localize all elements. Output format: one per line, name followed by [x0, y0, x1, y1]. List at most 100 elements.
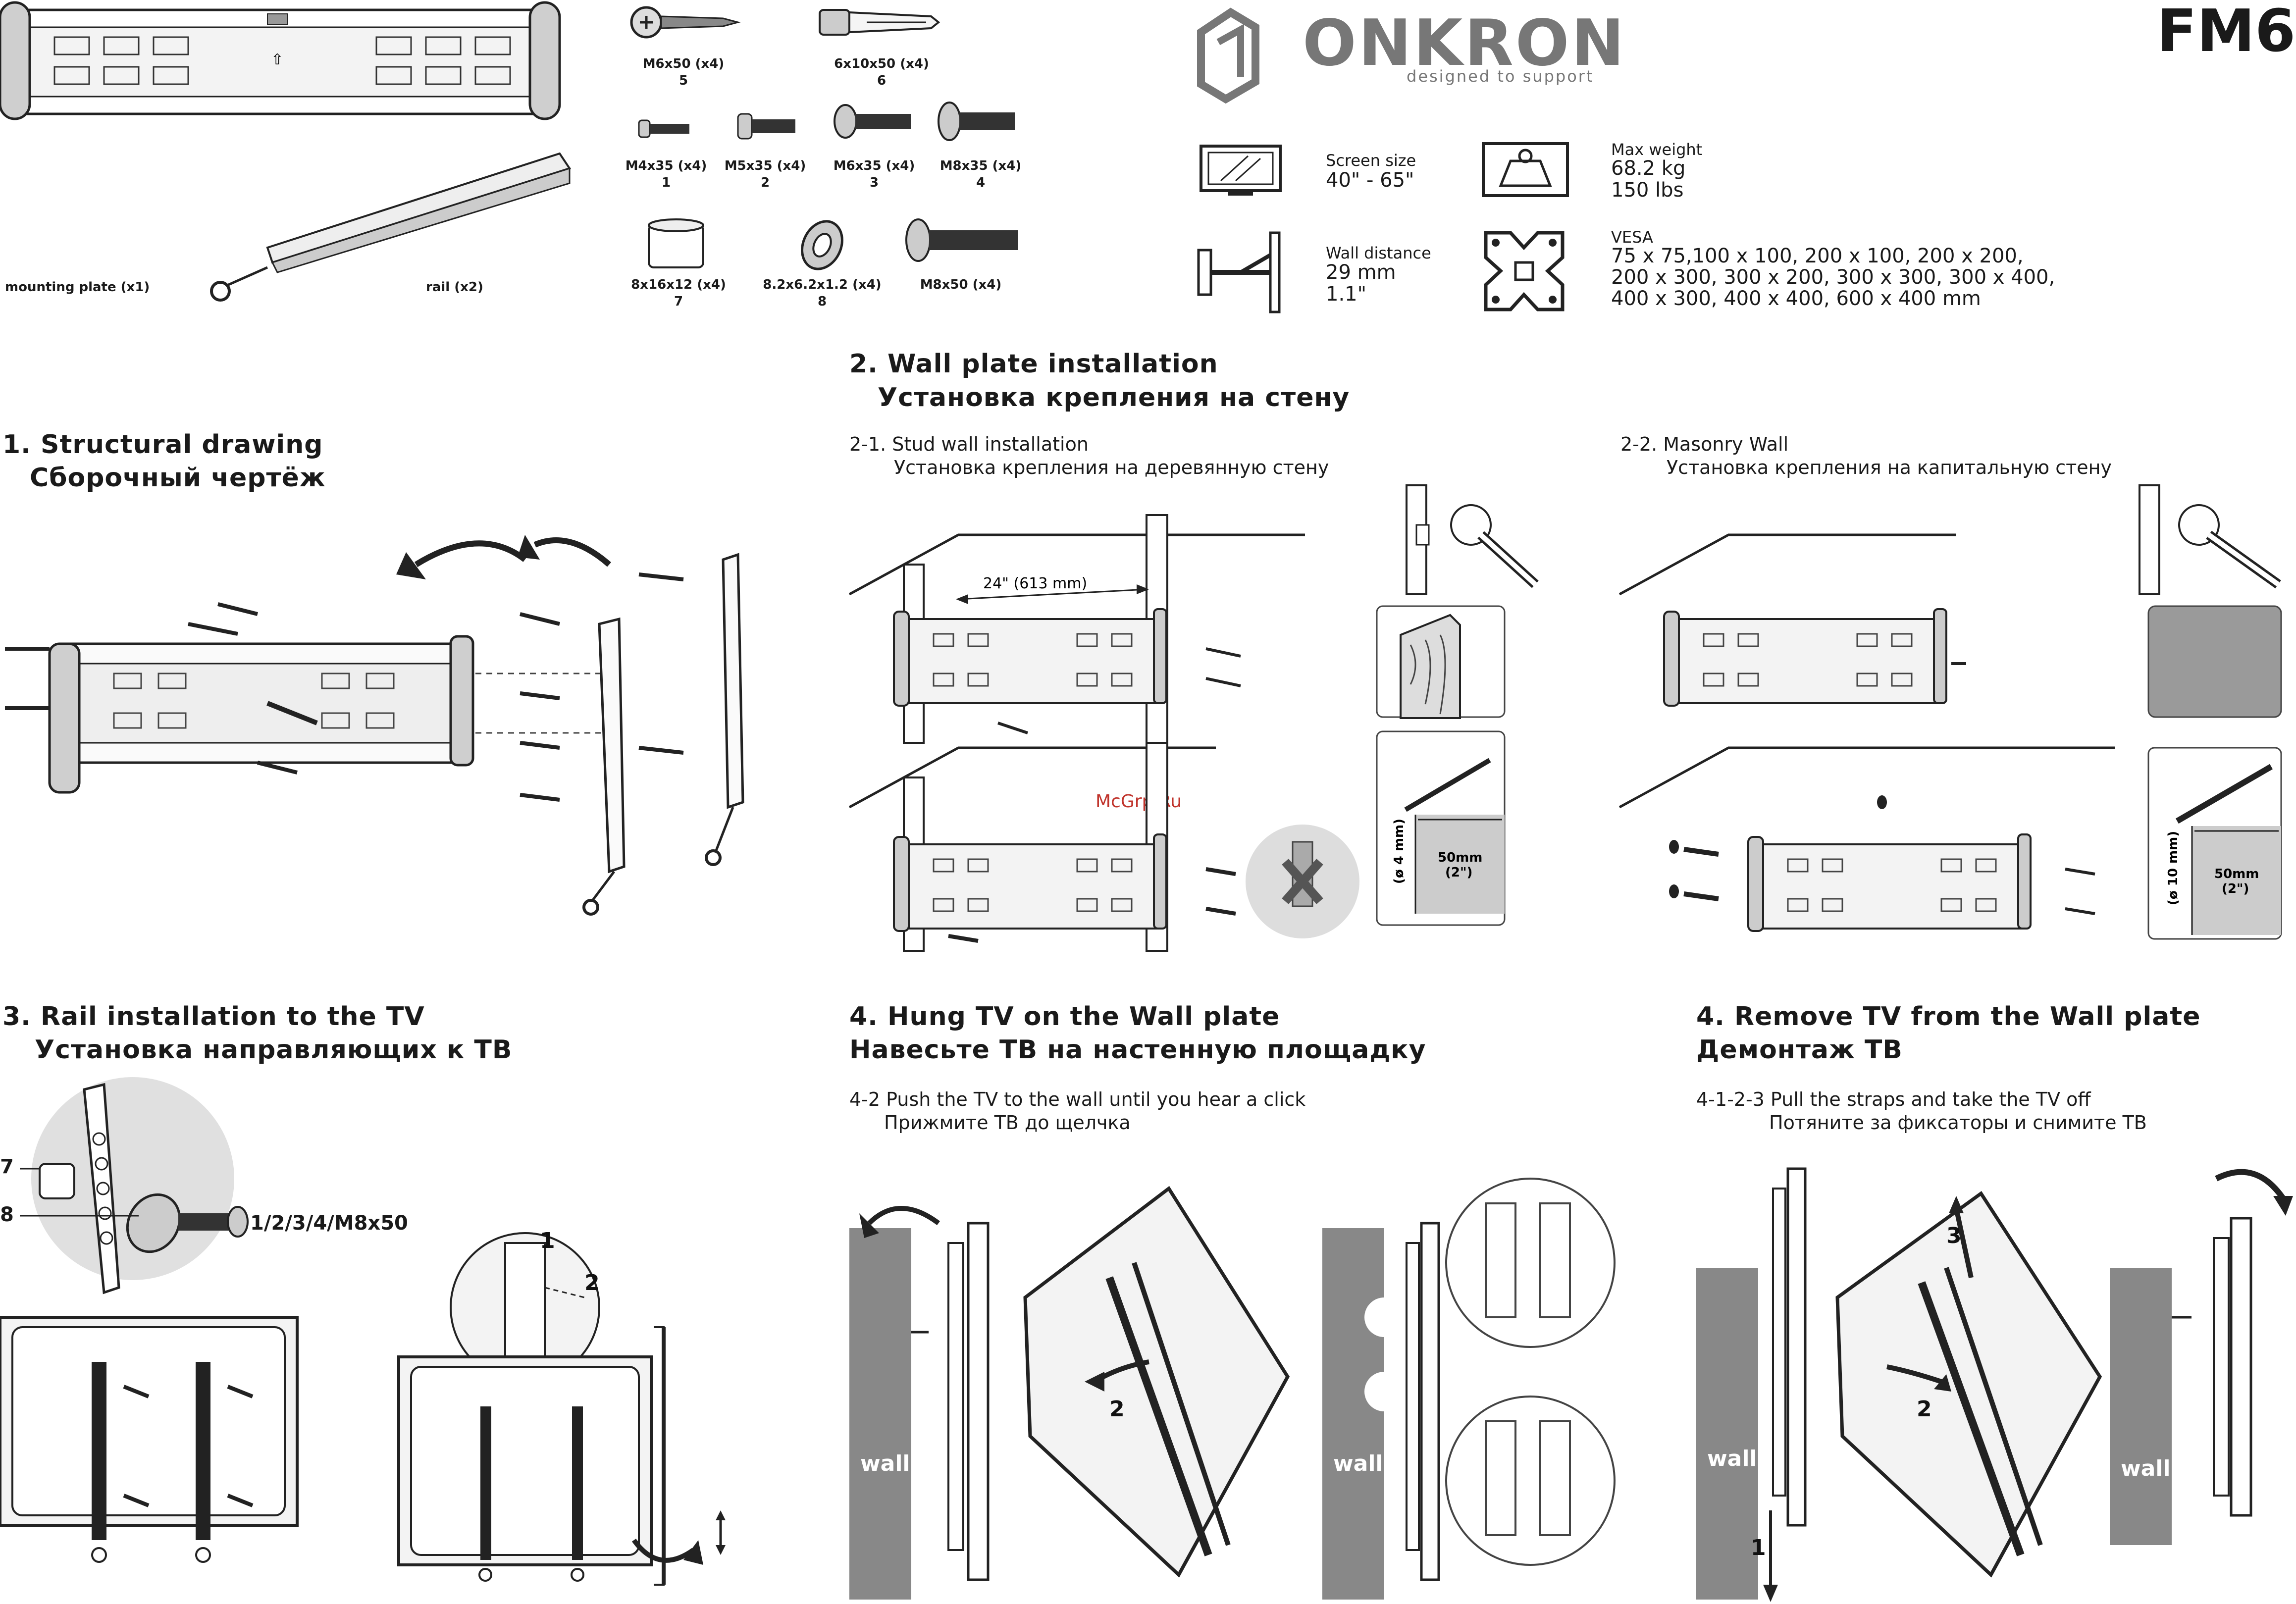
vesa-line-2: 200 x 300, 300 x 200, 300 x 300, 300 x 4… — [1611, 266, 2055, 289]
washer-8-icon — [801, 220, 843, 270]
anchor-6-number: 6 — [877, 73, 887, 88]
rail-drawing — [210, 152, 572, 302]
rail-hardware-detail — [20, 1077, 249, 1294]
hang-wall-label-1: wall — [860, 1451, 910, 1476]
concrete-texture-inset — [2147, 605, 2282, 718]
stud-finder-inset — [1406, 484, 1539, 595]
screw-4-number: 4 — [976, 175, 986, 190]
hardware-label-8: 8 — [0, 1203, 14, 1226]
stud-drill-size: (ø 4 mm) — [1392, 819, 1407, 884]
mounting-plate-drawing: ⇧ — [0, 1, 561, 120]
section-4a-title-ru: Навесьте ТВ на настенную площадку — [849, 1035, 1426, 1065]
section-4a-title-en: 4. Hung TV on the Wall plate — [849, 1002, 1280, 1032]
section-2-1-title-en: 2-1. Stud wall installation — [849, 433, 1089, 455]
remove-step-3: 3 — [1946, 1223, 1962, 1248]
svg-text:⇧: ⇧ — [271, 51, 283, 68]
screw-3-icon — [834, 104, 911, 139]
screw-m8x50-icon — [905, 218, 1018, 262]
rail-lock-detail: 1 2 — [397, 1228, 726, 1586]
brand-tagline: designed to support — [1407, 67, 1594, 86]
masonry-wall-step-1 — [1618, 533, 1966, 707]
hang-wall-label-2: wall — [1333, 1451, 1383, 1476]
screw-4-icon — [938, 102, 1015, 141]
screw-m8x50-spec: M8x50 (x4) — [920, 277, 1002, 292]
screw-5-number: 5 — [678, 73, 688, 88]
hang-tv-click-view: wall — [1322, 1178, 1616, 1600]
section-4a-step-en: 4-2 Push the TV to the wall until you he… — [849, 1088, 1306, 1110]
screw-4-spec: M8x35 (x4) — [939, 158, 1022, 173]
section-4b-step-ru: Потяните за фиксаторы и снимите ТВ — [1769, 1112, 2147, 1134]
screw-2-number: 2 — [760, 175, 770, 190]
section-4b-title-ru: Демонтаж ТВ — [1696, 1035, 1903, 1065]
screw-3-spec: M6x35 (x4) — [833, 158, 915, 173]
anchor-6-icon — [819, 9, 940, 36]
washer-8-spec: 8.2x6.2x1.2 (x4) — [763, 277, 882, 292]
stud-depth-in: (2") — [1445, 865, 1472, 880]
spacer-7-icon — [648, 218, 704, 268]
screw-5-spec: M6x50 (x4) — [642, 56, 725, 71]
stud-spacing-label: 24" (613 mm) — [983, 575, 1087, 592]
brand-name: ONKRON — [1303, 6, 1626, 80]
stud-wall-step-1: 24" (613 mm) — [848, 514, 1305, 744]
masonry-drill-size: (ø 10 mm) — [2166, 831, 2181, 905]
model-name: FM6 — [2157, 0, 2296, 65]
stud-wall-step-2 — [848, 742, 1359, 952]
section-3-title-ru: Установка направляющих к ТВ — [35, 1035, 513, 1065]
wood-stud-inset — [1376, 605, 1506, 719]
spacer-7-spec: 8x16x12 (x4) — [631, 277, 726, 292]
structural-drawing — [5, 535, 744, 916]
screen-size-icon — [1200, 145, 1282, 196]
section-4a-step-ru: Прижмите ТВ до щелчка — [884, 1112, 1131, 1134]
onkron-logo-icon — [1197, 7, 1259, 104]
hang-tv-side-view: wall — [849, 1206, 990, 1600]
section-2-2-title-ru: Установка крепления на капитальную стену — [1667, 457, 2112, 478]
max-weight-label: Max weight — [1611, 140, 1703, 159]
masonry-stud-finder-inset — [2139, 484, 2281, 595]
remove-wall-label-1: wall — [1707, 1446, 1757, 1471]
screw-2-icon — [737, 113, 795, 140]
section-4b-step-en: 4-1-2-3 Pull the straps and take the TV … — [1696, 1088, 2091, 1110]
vesa-icon — [1484, 231, 1565, 311]
screen-size-label: Screen size — [1326, 151, 1416, 170]
screw-3-number: 3 — [869, 175, 879, 190]
screen-size-value: 40" - 65" — [1326, 169, 1414, 192]
section-2-title-ru: Установка крепления на стену — [878, 383, 1350, 413]
section-4b-title-en: 4. Remove TV from the Wall plate — [1696, 1002, 2201, 1032]
masonry-wall-step-2 — [1618, 746, 2115, 932]
washer-8-number: 8 — [817, 294, 827, 309]
max-weight-kg: 68.2 kg — [1611, 157, 1686, 180]
stud-drill-depth-inset: 50mm (2") (ø 4 mm) — [1376, 730, 1506, 926]
lock-step-2: 2 — [584, 1270, 600, 1295]
remove-tv-final-view: wall — [2110, 1169, 2293, 1545]
screw-1-number: 1 — [661, 175, 671, 190]
rail-label: rail (x2) — [426, 280, 483, 295]
hang-step-2: 2 — [1109, 1397, 1125, 1422]
screw-5-icon — [630, 6, 741, 39]
max-weight-icon — [1482, 142, 1569, 197]
vesa-line-3: 400 x 300, 400 x 400, 600 x 400 mm — [1611, 287, 1981, 310]
mounting-plate-label: mounting plate (x1) — [5, 280, 150, 295]
tv-back-rails — [0, 1316, 299, 1563]
section-1-title-ru: Сборочный чертёж — [30, 463, 326, 493]
masonry-drill-depth-inset: 50mm (2") (ø 10 mm) — [2147, 747, 2282, 940]
masonry-depth-mm: 50mm — [2214, 867, 2259, 881]
vesa-line-1: 75 x 75,100 x 100, 200 x 100, 200 x 200, — [1611, 245, 2024, 267]
wall-distance-label: Wall distance — [1326, 244, 1431, 262]
masonry-depth-in: (2") — [2222, 881, 2249, 896]
section-2-2-title-en: 2-2. Masonry Wall — [1620, 433, 1789, 455]
lock-step-1: 1 — [540, 1228, 555, 1253]
hang-tv-angled-view: 2 — [1020, 1179, 1298, 1585]
remove-step-1: 1 — [1751, 1535, 1766, 1560]
remove-tv-angled-view: 3 2 — [1835, 1191, 2102, 1578]
screw-1-icon — [638, 119, 689, 138]
section-3-title-en: 3. Rail installation to the TV — [2, 1002, 425, 1032]
screw-1-spec: M4x35 (x4) — [625, 158, 707, 173]
section-1-title-en: 1. Structural drawing — [2, 430, 323, 460]
remove-tv-side-view: wall 1 — [1696, 1167, 1807, 1602]
anchor-6-spec: 6x10x50 (x4) — [834, 56, 929, 71]
wall-distance-mm: 29 mm — [1326, 261, 1396, 284]
vesa-label: VESA — [1611, 228, 1653, 247]
section-2-title-en: 2. Wall plate installation — [849, 349, 1218, 379]
screw-2-spec: M5x35 (x4) — [724, 158, 806, 173]
remove-step-2: 2 — [1917, 1397, 1932, 1422]
